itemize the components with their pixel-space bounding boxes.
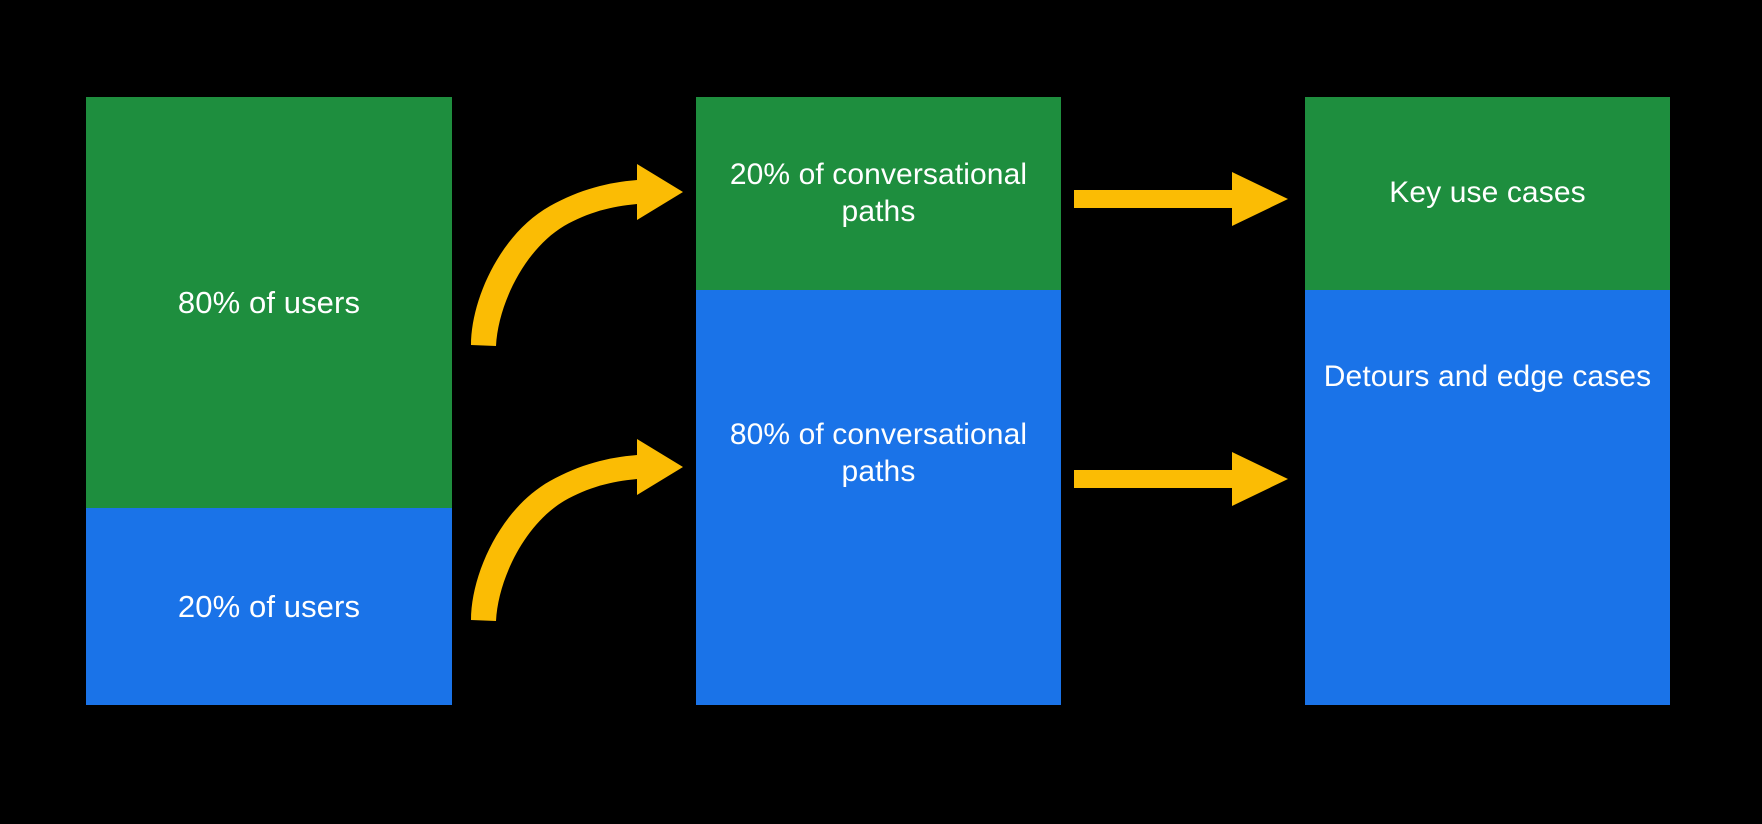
segment-label: 80% of users — [177, 284, 361, 320]
segment-key-use-cases: Key use cases — [1305, 97, 1670, 290]
curved-arrow-icon-users-to-paths — [471, 164, 683, 346]
straight-arrow-icon-paths-to-detours — [1074, 452, 1288, 506]
straight-arrow-icon-paths-to-key-use-cases — [1074, 172, 1288, 226]
segment-20-percent-users: 20% of users — [86, 508, 452, 705]
curved-arrow-icon-users-to-paths-2 — [471, 439, 683, 621]
column-conversational-paths: 20% of conversational paths 80% of conve… — [696, 97, 1061, 705]
segment-detours-and-edge-cases: Detours and edge cases — [1305, 290, 1670, 705]
segment-label: Detours and edge cases — [1323, 360, 1652, 394]
segment-label: Key use cases — [1389, 176, 1586, 210]
column-use-cases: Key use cases Detours and edge cases — [1305, 97, 1670, 705]
column-users: 80% of users 20% of users — [86, 97, 452, 705]
segment-80-percent-conversational-paths: 80% of conversational paths — [696, 290, 1061, 705]
segment-label: 20% of users — [177, 588, 361, 624]
segment-label: 80% of conversational paths — [729, 417, 1028, 488]
segment-label: 20% of conversational paths — [729, 157, 1028, 228]
segment-80-percent-users: 80% of users — [86, 97, 452, 508]
segment-20-percent-conversational-paths: 20% of conversational paths — [696, 97, 1061, 290]
